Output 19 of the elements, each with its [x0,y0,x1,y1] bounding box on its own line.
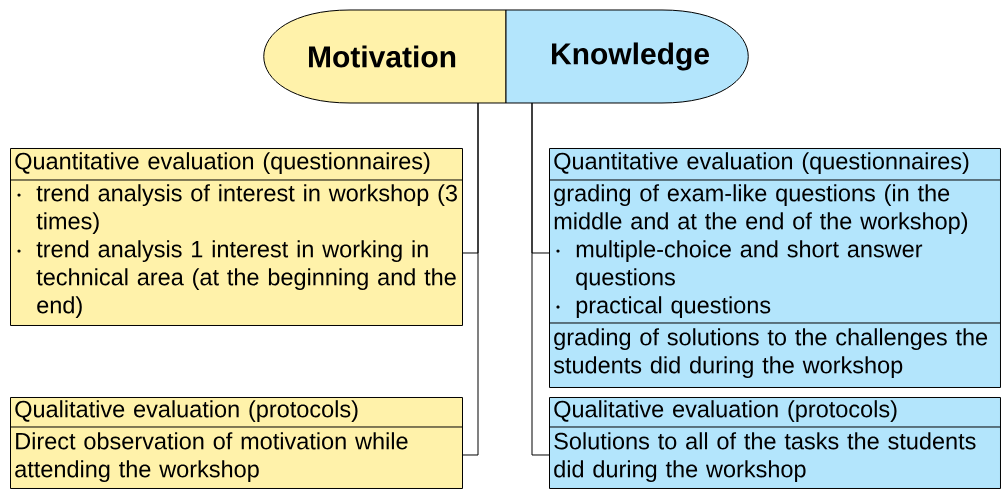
evaluation-box [9,148,463,326]
box-text: grading of exam-like questions (in the middle and at the end of the workshop) [554,184,968,235]
box-text: grading of solutions to the challenges the students did during the workshop [553,328,988,379]
box-heading: Qualitative evaluation (protocols) [15,400,358,423]
box-text: Direct observation of motivation while attending the workshop [15,432,408,483]
box-text: Solutions to all of the tasks the students did during the workshop [554,432,976,483]
box-text: practical questions [576,296,771,319]
evaluation-box [9,397,463,489]
box-text: trend analysis of interest in workshop (3 times) [36,184,457,235]
connector-line [531,102,550,456]
box-heading: Quantitative evaluation (questionnaires) [15,152,430,175]
heading-pill: Motivation [263,9,507,104]
connector-line [461,102,479,456]
box-heading: Qualitative evaluation (protocols) [554,400,897,423]
heading-pill: Knowledge [505,9,749,104]
box-heading: Quantitative evaluation (questionnaires) [554,152,969,175]
evaluation-box [548,148,1001,388]
box-text: trend analysis 1 interest in working in technical area (at the beginning and the end) [36,240,456,319]
evaluation-box [548,397,1001,489]
